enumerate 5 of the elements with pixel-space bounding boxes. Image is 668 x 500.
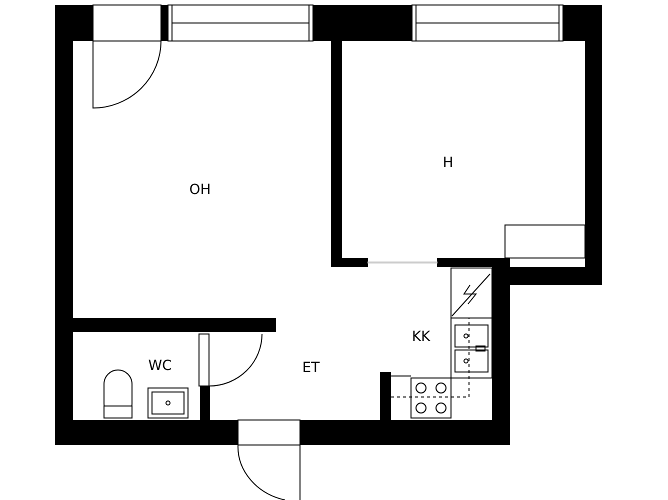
room-label: KK [412, 330, 430, 344]
room-label: OH [189, 183, 211, 197]
room-label: WC [148, 359, 172, 373]
room-label: ET [302, 361, 320, 375]
room-label: H [442, 156, 454, 170]
